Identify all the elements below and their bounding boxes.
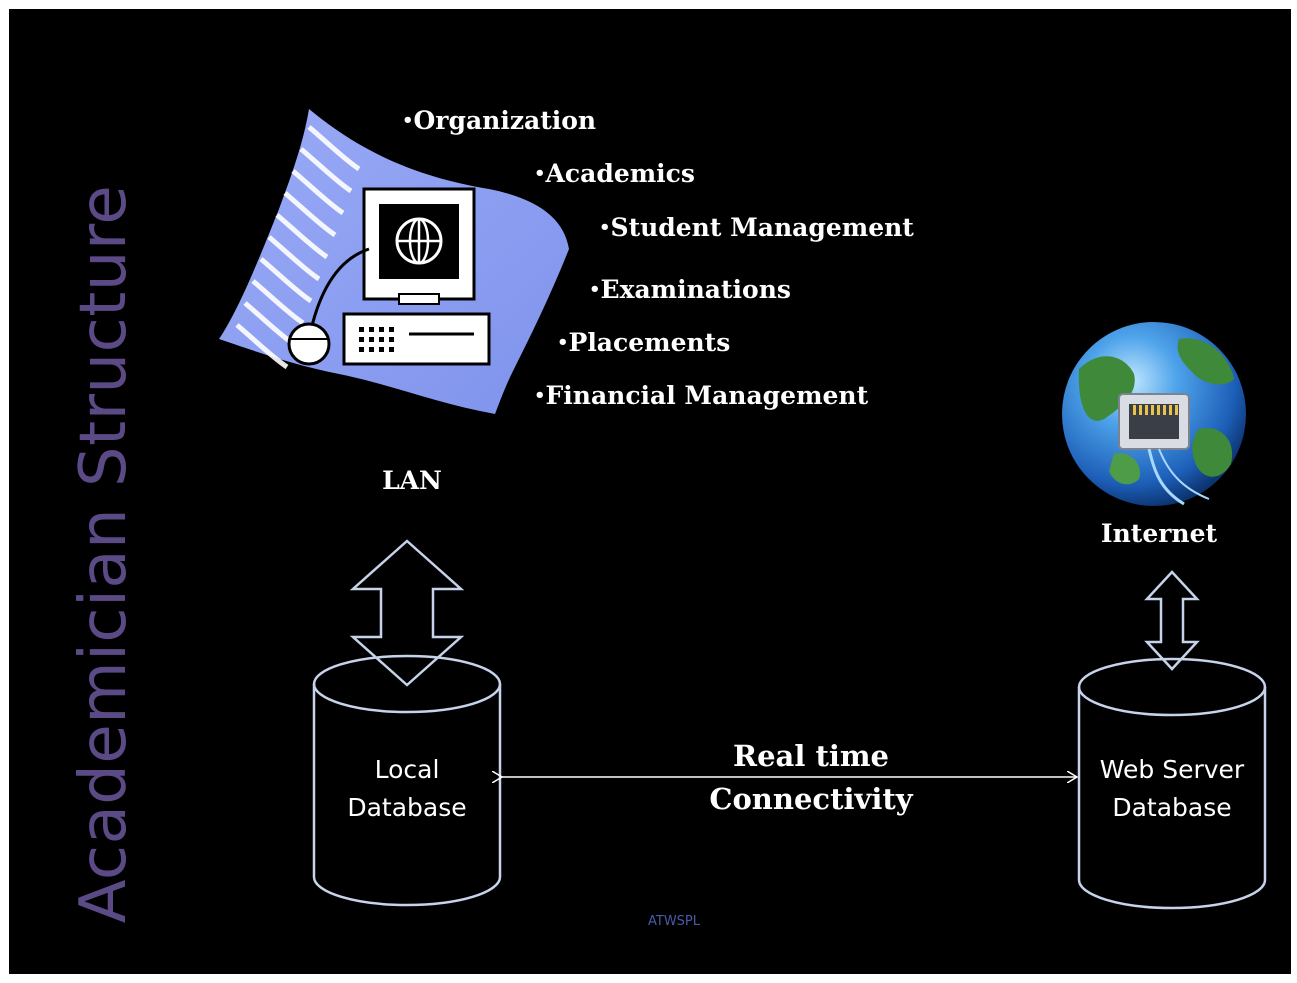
watermark: ATWSPL bbox=[647, 914, 701, 929]
lan-double-arrow-icon bbox=[349, 539, 465, 687]
globe-network-icon bbox=[1062, 322, 1246, 506]
bullet-icon: • bbox=[534, 385, 546, 406]
bullet-icon: • bbox=[534, 163, 546, 184]
lan-label: LAN bbox=[382, 466, 442, 495]
module-label: Examinations bbox=[600, 275, 791, 304]
module-student-management: •Student Management bbox=[599, 213, 914, 242]
module-organization: •Organization bbox=[402, 106, 596, 135]
module-examinations: •Examinations bbox=[589, 275, 791, 304]
connectivity-label-line1: Real time bbox=[732, 739, 890, 773]
bullet-icon: • bbox=[589, 279, 601, 300]
internet-label: Internet bbox=[1100, 519, 1218, 548]
internet-double-arrow-icon bbox=[1144, 570, 1200, 671]
module-academics: •Academics bbox=[534, 159, 695, 188]
computer-icon bbox=[219, 109, 569, 414]
web-server-database-label-line1: Web Server bbox=[1099, 755, 1245, 784]
bullet-icon: • bbox=[402, 110, 414, 131]
connectivity-label-line2: Connectivity bbox=[709, 782, 913, 816]
module-label: Organization bbox=[413, 106, 597, 135]
local-database-label-line2: Database bbox=[347, 793, 467, 822]
local-database-label-line1: Local bbox=[374, 755, 440, 784]
bullet-icon: • bbox=[557, 332, 569, 353]
diagram-graphics bbox=[219, 109, 1267, 910]
web-server-database-label: Web Server Database bbox=[1100, 751, 1244, 827]
module-label: Student Management bbox=[610, 213, 914, 242]
module-label: Academics bbox=[545, 159, 695, 188]
module-label: Financial Management bbox=[545, 381, 869, 410]
connectivity-label: Real time Connectivity bbox=[709, 735, 912, 821]
bullet-icon: • bbox=[599, 217, 611, 238]
local-database-label: Local Database bbox=[347, 751, 466, 827]
module-financial-management: •Financial Management bbox=[534, 381, 868, 410]
module-label: Placements bbox=[568, 328, 731, 357]
module-placements: •Placements bbox=[557, 328, 730, 357]
web-server-database-icon bbox=[1077, 657, 1267, 910]
web-server-database-label-line2: Database bbox=[1112, 793, 1232, 822]
slide: Academician Structure bbox=[9, 9, 1291, 974]
